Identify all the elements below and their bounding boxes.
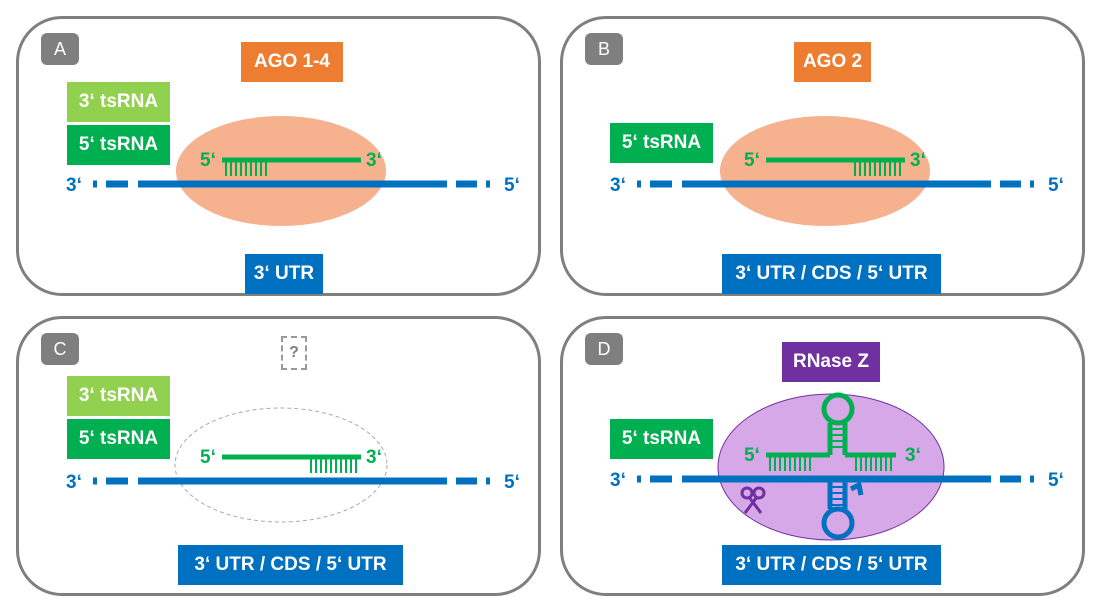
panel-b-diagram: 3‘ 5‘ 5‘ 3‘	[610, 116, 1064, 226]
guide-3-prime-end: 3‘	[905, 445, 921, 466]
target-region-label: 3‘ UTR / CDS / 5‘ UTR	[722, 545, 941, 585]
stem-pairing-ticks	[830, 428, 845, 448]
target-region-label: 3‘ UTR	[245, 254, 323, 294]
tsrna-5-label: 5‘ tsRNA	[610, 123, 713, 163]
guide-3-prime-end: 3‘	[910, 150, 926, 171]
strand-3-prime-end: 3‘	[610, 175, 626, 196]
guide-5-prime-end: 5‘	[200, 447, 216, 468]
base-pairing-ticks	[310, 457, 357, 473]
strand-5-prime-end: 5‘	[1048, 175, 1064, 196]
panel-label-b: B	[585, 33, 623, 65]
panel-label-c: C	[41, 333, 79, 365]
strand-5-prime-end: 5‘	[504, 472, 520, 493]
panel-label-a: A	[41, 33, 79, 65]
panel-c: C ? 3‘ tsRNA 5‘ tsRNA 3‘ UTR / CDS / 5‘ …	[16, 316, 541, 596]
target-region-label: 3‘ UTR / CDS / 5‘ UTR	[722, 254, 941, 294]
guide-5-prime-end: 5‘	[200, 150, 216, 171]
base-pairing-ticks	[769, 455, 892, 471]
panel-d: D RNase Z 5‘ tsRNA 3‘ UTR / CDS / 5‘ UTR…	[560, 316, 1085, 596]
scissors-icon	[740, 486, 766, 514]
strand-5-prime-end: 5‘	[1048, 470, 1064, 491]
ago-2-label: AGO 2	[794, 42, 871, 82]
rnase-z-protein-ellipse	[717, 393, 945, 541]
rnase-z-label: RNase Z	[782, 342, 880, 382]
guide-3-prime-end: 3‘	[366, 150, 382, 171]
ago-1-4-label: AGO 1-4	[241, 42, 343, 82]
panel-b: B AGO 2 5‘ tsRNA 3‘ UTR / CDS / 5‘ UTR 3…	[560, 16, 1085, 296]
base-pairing-ticks	[225, 160, 267, 176]
ago-protein-ellipse	[720, 116, 930, 226]
panel-c-diagram: 3‘ 5‘ 5‘ 3‘	[66, 407, 520, 523]
tsrna-5-label: 5‘ tsRNA	[67, 125, 170, 165]
base-pairing-ticks	[854, 160, 901, 176]
unknown-protein-marker: ?	[281, 336, 307, 370]
strand-3-prime-end: 3‘	[66, 472, 82, 493]
target-stem-ticks	[830, 486, 845, 506]
tsrna-3-label: 3‘ tsRNA	[67, 376, 170, 416]
strand-5-prime-end: 5‘	[504, 175, 520, 196]
panel-a-diagram: 3‘ 5‘ 5‘ 3‘	[66, 116, 520, 226]
tsrna-3-label: 3‘ tsRNA	[67, 82, 170, 122]
panel-d-diagram: 3‘ 5‘ 5‘ 3‘	[610, 392, 1064, 541]
guide-3-prime-end: 3‘	[366, 447, 382, 468]
target-region-label: 3‘ UTR / CDS / 5‘ UTR	[178, 545, 403, 585]
unknown-protein-outline	[174, 407, 388, 523]
guide-5-prime-end: 5‘	[744, 150, 760, 171]
ago-protein-ellipse	[176, 116, 386, 226]
strand-3-prime-end: 3‘	[610, 470, 626, 491]
panel-label-d: D	[585, 333, 623, 365]
guide-5-prime-end: 5‘	[744, 445, 760, 466]
tsrna-5-label: 5‘ tsRNA	[67, 419, 170, 459]
panel-a: A AGO 1-4 3‘ tsRNA 5‘ tsRNA 3‘ UTR 3‘ 5‘…	[16, 16, 541, 296]
tsrna-5-label: 5‘ tsRNA	[610, 419, 713, 459]
strand-3-prime-end: 3‘	[66, 175, 82, 196]
